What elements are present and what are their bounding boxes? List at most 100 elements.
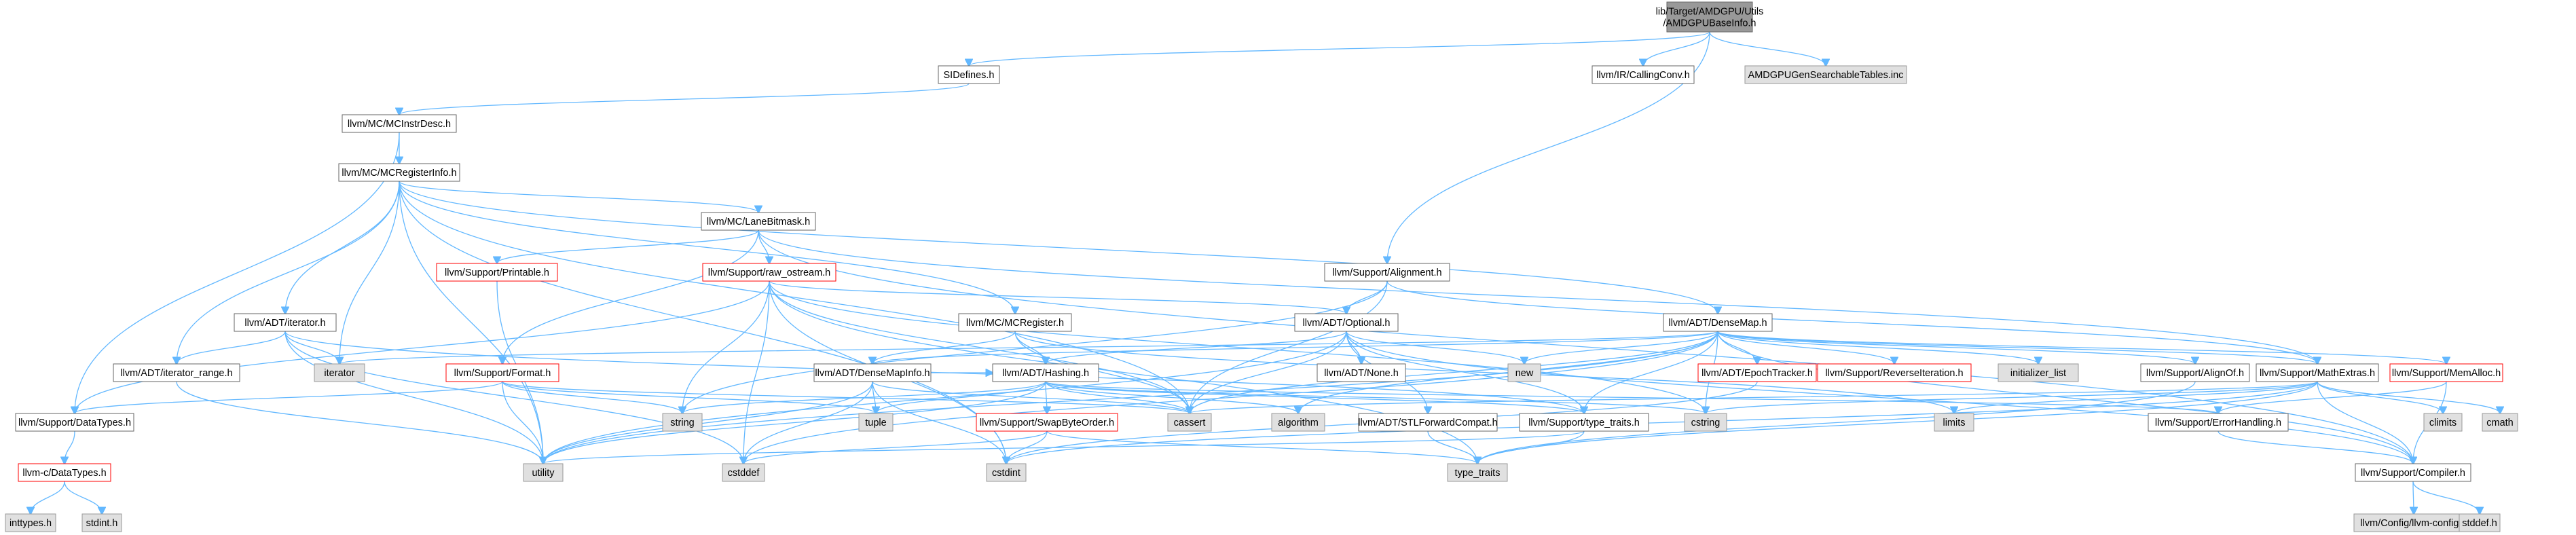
- dependency-edge-mathextras-to-cstring: [1706, 381, 2318, 413]
- dependency-edge-optional-to-hashing: [1046, 331, 1347, 364]
- dependency-edge-adtiterator-to-iterator: [284, 331, 339, 364]
- node-callingconv[interactable]: llvm/IR/CallingConv.h: [1591, 65, 1695, 84]
- node-alignof[interactable]: llvm/Support/AlignOf.h: [2140, 363, 2250, 382]
- node-label-cstring: cstring: [1691, 418, 1721, 428]
- dependency-edge-mathextras-to-typetraits: [1477, 381, 2318, 464]
- node-box-memalloc: [2389, 363, 2503, 382]
- node-mcinstrdesc[interactable]: llvm/MC/MCInstrDesc.h: [342, 114, 457, 133]
- dependency-edge-swapbyteorder-to-typetraits: [1046, 430, 1477, 464]
- node-box-callingconv: [1591, 65, 1695, 84]
- node-format[interactable]: llvm/Support/Format.h: [445, 363, 559, 382]
- dependency-edge-densemapinfo-to-utility: [543, 381, 873, 464]
- dependency-edge-format-to-datatypes: [75, 381, 503, 413]
- dependency-edge-densemapinfo-to-cstdint: [872, 381, 1006, 464]
- node-label-mcregister: llvm/MC/MCRegister.h: [966, 318, 1064, 329]
- node-none[interactable]: llvm/ADT/None.h: [1317, 363, 1406, 382]
- node-box-mcregister: [958, 313, 1072, 332]
- node-label-cstdint: cstdint: [992, 468, 1020, 479]
- dependency-edge-mcregister-to-densemapinfo: [872, 331, 1016, 364]
- node-root[interactable]: lib/Target/AMDGPU/Utils/AMDGPUBaseInfo.h: [1656, 1, 1764, 33]
- node-datatypes[interactable]: llvm/Support/DataTypes.h: [15, 413, 134, 432]
- dependency-edge-hashing-to-swapbyteorder: [1046, 381, 1047, 413]
- node-swapbyteorder[interactable]: llvm/Support/SwapByteOrder.h: [976, 413, 1118, 432]
- node-cstring: cstring: [1684, 413, 1727, 432]
- dependency-edge-mcreginfo-to-lanebitmask: [399, 181, 758, 213]
- node-box-epochtracker: [1697, 363, 1817, 382]
- node-box-searchtables: [1744, 65, 1907, 84]
- dependency-edge-compiler-to-llvmconfig: [2413, 481, 2414, 514]
- node-typetraitsllvm[interactable]: llvm/Support/type_traits.h: [1519, 413, 1649, 432]
- dependency-edge-alignment-to-cassert: [1190, 280, 1388, 413]
- dependency-edge-hashing-to-utility: [543, 381, 1046, 464]
- node-label-cdatatypes: llvm-c/DataTypes.h: [22, 468, 106, 479]
- node-box-none: [1317, 363, 1406, 382]
- node-mcreginfo[interactable]: llvm/MC/MCRegisterInfo.h: [338, 163, 460, 182]
- node-optional[interactable]: llvm/ADT/Optional.h: [1294, 313, 1399, 332]
- node-label-typetraits: type_traits: [1455, 468, 1501, 479]
- node-adtiterator[interactable]: llvm/ADT/iterator.h: [234, 313, 337, 332]
- node-label-stlforward: llvm/ADT/STLForwardCompat.h: [1358, 418, 1497, 428]
- dependency-edge-hashing-to-cstring: [1045, 381, 1706, 413]
- node-iterrange[interactable]: llvm/ADT/iterator_range.h: [113, 363, 240, 382]
- node-label-none: llvm/ADT/None.h: [1324, 368, 1399, 379]
- node-cstddef: cstddef: [722, 463, 765, 482]
- dependency-edge-alignof-to-typetraits: [1477, 381, 2196, 464]
- node-box-datatypes: [15, 413, 134, 432]
- node-compiler[interactable]: llvm/Support/Compiler.h: [2355, 463, 2471, 482]
- node-printable[interactable]: llvm/Support/Printable.h: [436, 263, 558, 282]
- dependency-edge-rawostream-to-optional: [769, 280, 1346, 314]
- dependency-edge-mcreginfo-to-mcregister: [399, 181, 1015, 314]
- node-mathextras[interactable]: llvm/Support/MathExtras.h: [2256, 363, 2379, 382]
- dependency-edge-mathextras-to-cstdint: [1006, 381, 2318, 464]
- node-label-cmath: cmath: [2486, 418, 2514, 428]
- node-label-string: string: [670, 418, 694, 428]
- node-hashing[interactable]: llvm/ADT/Hashing.h: [992, 363, 1099, 382]
- node-box-adtiterator: [234, 313, 337, 332]
- node-reverseiter[interactable]: llvm/Support/ReverseIteration.h: [1817, 363, 1972, 382]
- node-label-densemapinfo: llvm/ADT/DenseMapInfo.h: [815, 368, 930, 379]
- node-rawostream[interactable]: llvm/Support/raw_ostream.h: [702, 263, 836, 282]
- node-alignment[interactable]: llvm/Support/Alignment.h: [1324, 263, 1450, 282]
- dependency-edge-typetraitsllvm-to-utility: [543, 430, 1585, 464]
- dependency-edge-compiler-to-stddefh: [2412, 481, 2480, 514]
- node-box-reverseiter: [1817, 363, 1972, 382]
- node-box-cdatatypes: [18, 463, 111, 482]
- node-box-format: [445, 363, 559, 382]
- node-label-hashing: llvm/ADT/Hashing.h: [1002, 368, 1089, 379]
- dependency-edge-densemap-to-typetraitsllvm: [1584, 331, 1718, 413]
- node-epochtracker[interactable]: llvm/ADT/EpochTracker.h: [1697, 363, 1817, 382]
- node-box-cmath: [2482, 413, 2518, 432]
- node-label-llvmconfig: llvm/Config/llvm-config.h: [2360, 518, 2467, 529]
- node-errorhandling[interactable]: llvm/Support/ErrorHandling.h: [2148, 413, 2289, 432]
- dependency-edge-densemap-to-compiler: [1717, 331, 2413, 464]
- node-label-alignof: llvm/Support/AlignOf.h: [2146, 368, 2244, 379]
- dependency-edge-memalloc-to-errorhandling: [2218, 381, 2447, 413]
- dependency-edge-adtiterator-to-utility: [284, 331, 543, 464]
- dependency-edge-sidefines-to-mcinstrdesc: [399, 83, 970, 115]
- node-stlforward[interactable]: llvm/ADT/STLForwardCompat.h: [1358, 413, 1498, 432]
- node-densemapinfo[interactable]: llvm/ADT/DenseMapInfo.h: [813, 363, 932, 382]
- node-sidefines[interactable]: SIDefines.h: [938, 65, 1000, 84]
- node-lanebitmask[interactable]: llvm/MC/LaneBitmask.h: [701, 212, 816, 231]
- dependency-edge-lanebitmask-to-compiler: [758, 229, 2413, 464]
- node-label-inttypes: inttypes.h: [10, 518, 52, 529]
- node-box-climits: [2423, 413, 2463, 432]
- node-label-stddefh: stddef.h: [2462, 518, 2497, 529]
- dependency-edge-adtiterator-to-iterrange: [177, 331, 286, 364]
- node-label-new: new: [1515, 368, 1534, 379]
- node-memalloc[interactable]: llvm/Support/MemAlloc.h: [2389, 363, 2503, 382]
- node-initlist: initializer_list: [1998, 363, 2079, 382]
- node-box-sidefines: [938, 65, 1000, 84]
- node-label-callingconv: llvm/IR/CallingConv.h: [1596, 70, 1690, 81]
- node-box-lanebitmask: [701, 212, 816, 231]
- node-cassert: cassert: [1167, 413, 1212, 432]
- node-label-reverseiter: llvm/Support/ReverseIteration.h: [1825, 368, 1963, 379]
- dependency-edge-format-to-utility: [502, 381, 543, 464]
- node-densemap[interactable]: llvm/ADT/DenseMap.h: [1663, 313, 1773, 332]
- dependency-edge-errorhandling-to-compiler: [2218, 430, 2413, 464]
- dependency-edge-format-to-cassert: [502, 381, 1190, 413]
- node-cdatatypes[interactable]: llvm-c/DataTypes.h: [18, 463, 111, 482]
- dependency-edge-densemap-to-alignof: [1717, 331, 2195, 364]
- node-mcregister[interactable]: llvm/MC/MCRegister.h: [958, 313, 1072, 332]
